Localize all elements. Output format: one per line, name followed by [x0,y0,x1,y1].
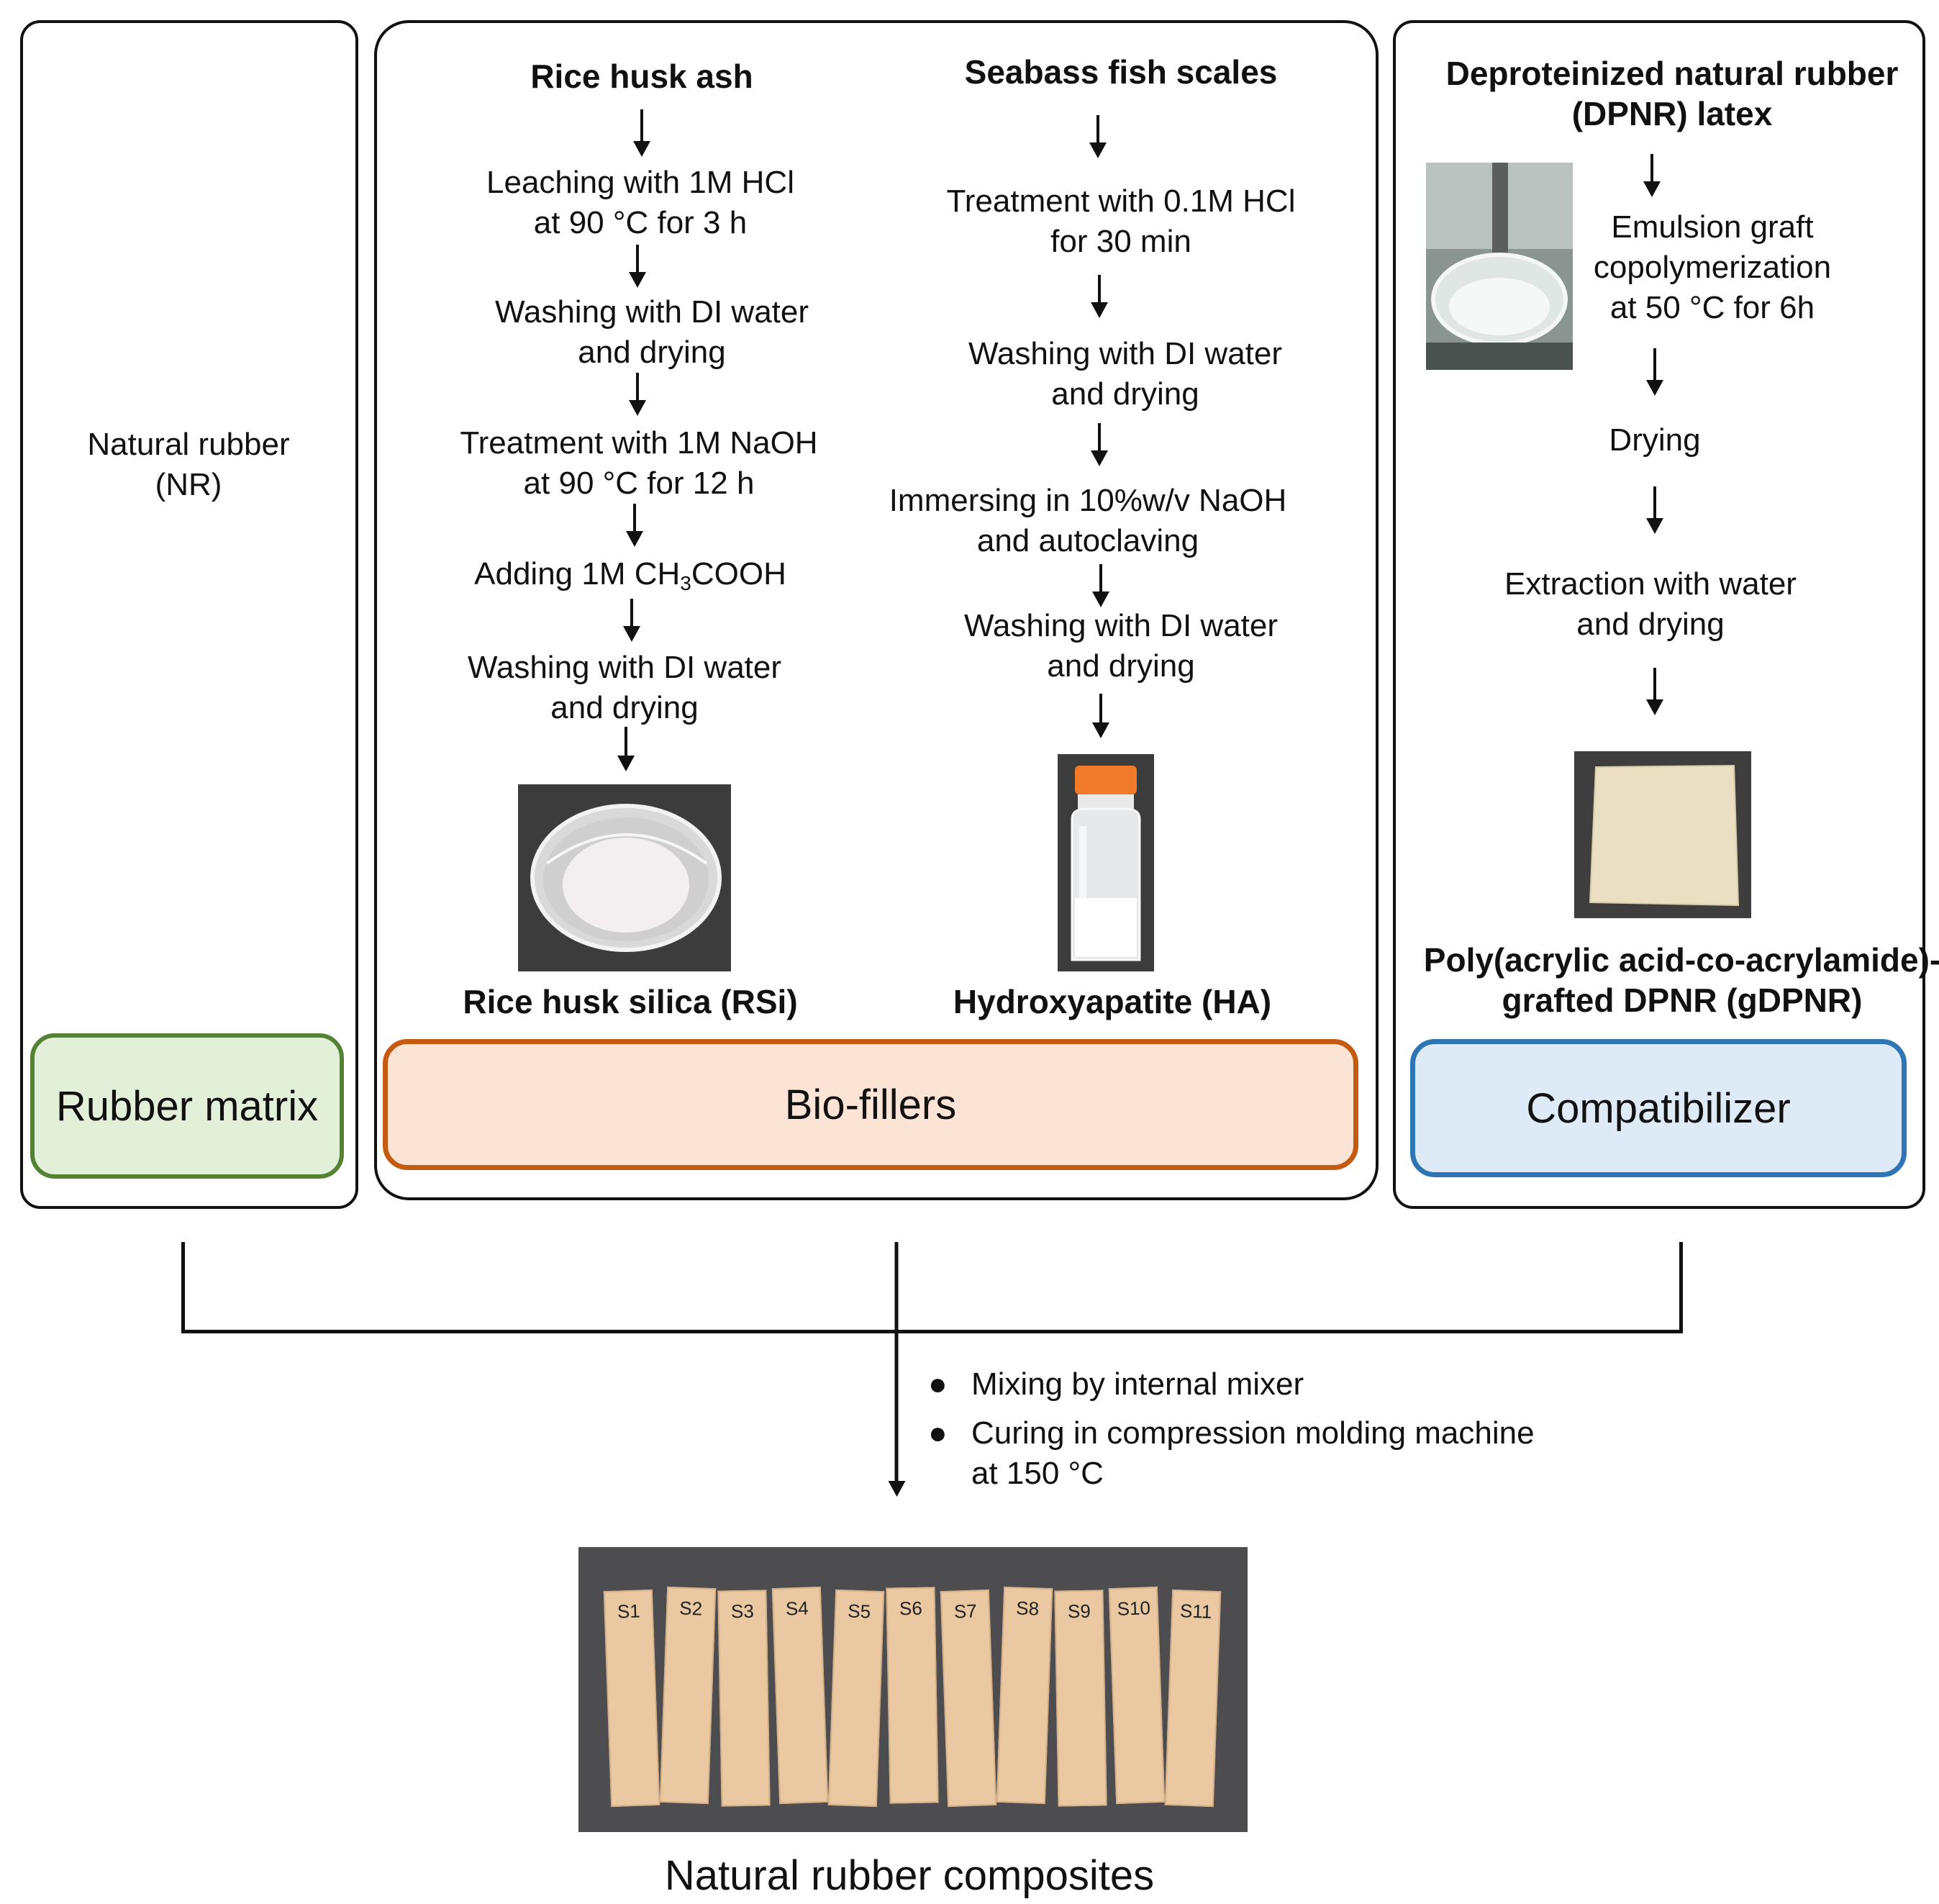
rice-arrow-1 [640,109,643,144]
sample-label: S1 [617,1600,641,1623]
fish-arrow-5 [1099,694,1102,725]
bullet-icon: ● [928,1415,948,1451]
rice-arrow-5 [630,599,633,629]
bio-fillers-panel [374,20,1379,1200]
rice-husk-silica-photo [518,784,731,971]
connector-left-vertical [181,1242,185,1333]
fish-step-1: Treatment with 0.1M HCl for 30 min [946,183,1296,259]
sample-label: S7 [953,1600,978,1623]
process-step-mixing: ● Mixing by internal mixer [928,1364,1535,1405]
sample-strip-s10: S10 [1108,1586,1166,1805]
sample-label: S9 [1067,1600,1091,1623]
rice-arrow-6 [625,727,627,758]
sample-strip-s2: S2 [659,1586,717,1805]
bullet-icon: ● [928,1366,948,1402]
rice-arrow-3 [636,373,639,403]
sample-label: S10 [1117,1597,1151,1620]
sample-label: S2 [678,1597,703,1620]
sample-strip-s7: S7 [940,1589,997,1808]
compatibilizer-label: Compatibilizer [1410,1039,1907,1177]
rubber-matrix-panel [20,20,358,1209]
sample-label: S8 [1015,1597,1040,1620]
main-down-arrow [894,1242,899,1484]
fish-arrow-4 [1099,564,1102,594]
connector-horizontal [181,1330,1683,1333]
fish-arrow-3 [1098,423,1101,453]
process-step-curing-text: Curing in compression molding machine at… [971,1415,1535,1491]
process-step-curing: ● Curing in compression molding machine … [928,1413,1535,1494]
compat-arrow-3 [1653,486,1656,521]
rice-step-4: Adding 1M CH3COOH [474,554,786,604]
rice-step-5: Washing with DI water and drying [467,650,782,725]
connector-right-vertical [1679,1242,1683,1333]
natural-rubber-composites-caption: Natural rubber composites [664,1852,1155,1899]
natural-rubber-text: Natural rubber (NR) [87,427,290,502]
compat-arrow-1 [1650,154,1653,184]
rice-husk-silica-label: Rice husk silica (RSi) [463,983,798,1020]
sample-label: S11 [1179,1600,1212,1623]
process-steps: ● Mixing by internal mixer ● Curing in c… [928,1364,1535,1494]
sample-strip-s9: S9 [1054,1590,1107,1807]
gdpnr-label: Poly(acrylic acid-co-acrylamide)- grafte… [1423,941,1939,1019]
rice-step-4-tail: COOH [691,556,786,591]
rubber-composite-samples-photo: S1 S2 S3 S4 S5 S6 S7 S8 S9 S10 S11 [578,1547,1248,1832]
compat-step-3: Extraction with water and drying [1504,566,1797,642]
sample-strip-s1: S1 [603,1589,660,1808]
hydroxyapatite-label: Hydroxyapatite (HA) [953,983,1272,1020]
rice-step-4-main: Adding 1M CH [474,556,681,591]
rice-step-4-subscript: 3 [680,572,691,594]
rice-step-1: Leaching with 1M HCl at 90 °C for 3 h [486,165,794,240]
fish-step-4: Washing with DI water and drying [963,608,1279,684]
sample-label: S3 [730,1600,755,1623]
fish-arrow-1 [1096,115,1099,145]
sample-strip-s4: S4 [771,1586,829,1805]
compat-arrow-4 [1653,668,1656,702]
rice-husk-ash-heading: Rice husk ash [530,58,753,95]
sample-strip-s6: S6 [886,1587,939,1804]
sample-strip-s3: S3 [717,1590,771,1807]
compat-arrow-2 [1653,348,1656,383]
bio-fillers-label: Bio-fillers [383,1039,1358,1170]
sample-label: S4 [785,1597,809,1620]
sample-label: S6 [899,1597,923,1620]
gdpnr-sheet-photo [1574,751,1751,918]
sample-label: S5 [847,1600,871,1623]
rice-arrow-4 [633,504,636,534]
rice-step-2: Washing with DI water and drying [494,294,809,370]
sample-strip-s5: S5 [827,1589,885,1808]
compat-step-1: Emulsion graft copolymerization at 50 °C… [1593,209,1832,325]
sample-strip-s8: S8 [996,1586,1053,1805]
process-step-mixing-text: Mixing by internal mixer [971,1366,1304,1402]
sample-strip-s11: S11 [1164,1589,1222,1808]
fish-arrow-2 [1098,275,1101,305]
rubber-matrix-label: Rubber matrix [30,1033,344,1179]
dpnr-latex-heading: Deproteinized natural rubber (DPNR) late… [1445,55,1899,132]
fish-step-3: Immersing in 10%w/v NaOH and autoclaving [889,483,1287,558]
seabass-fish-scales-heading: Seabass fish scales [964,53,1278,91]
hydroxyapatite-bottle-photo [1058,754,1154,971]
grafting-reactor-photo [1426,163,1573,370]
rice-arrow-2 [636,245,639,275]
compat-step-2: Drying [1609,422,1701,458]
rice-step-3: Treatment with 1M NaOH at 90 °C for 12 h [460,425,818,501]
fish-step-2: Washing with DI water and drying [968,336,1283,412]
